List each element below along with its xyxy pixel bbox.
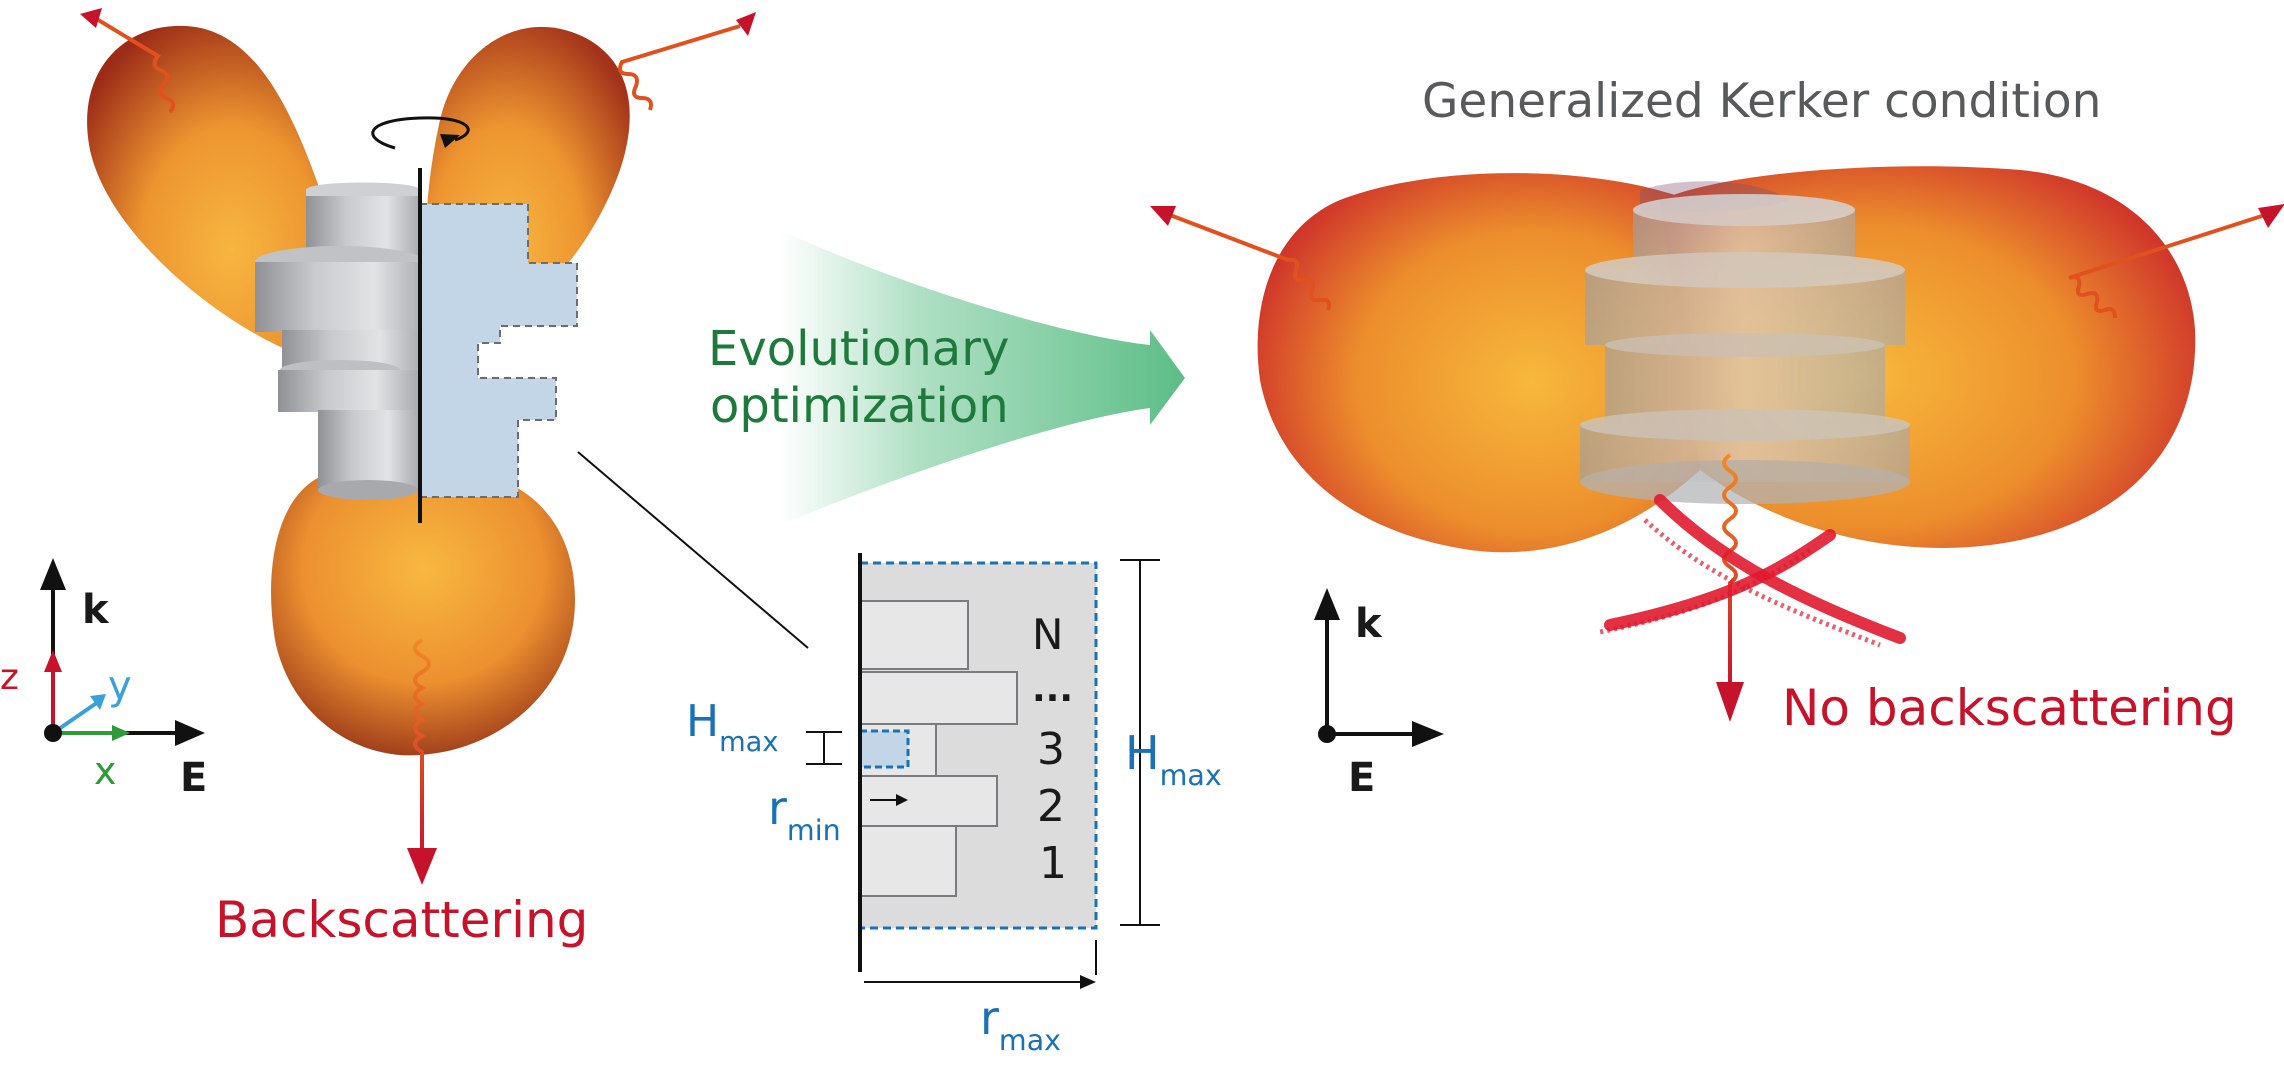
hmax-left-main: H: [686, 696, 720, 747]
hmax-right-main: H: [1125, 726, 1160, 780]
lobe-bottom: [271, 468, 575, 756]
rmax-sub: max: [998, 1023, 1062, 1057]
wave-right-left: [1169, 213, 1331, 311]
hmax-label-left: Hmax: [686, 700, 779, 757]
axes-left: [40, 558, 205, 746]
inset-panel: [858, 553, 1098, 972]
layer-label-1: 1: [1039, 838, 1067, 889]
wave-right-left-arrow: [1150, 206, 1176, 226]
wave-top-right-arrow: [736, 12, 756, 36]
axis-e-right: E: [1348, 755, 1376, 801]
axis-x-label: x: [94, 749, 117, 793]
axis-e-left: E: [180, 755, 208, 801]
hmax-label-right: Hmax: [1125, 730, 1222, 789]
rmax-main: r: [980, 991, 999, 1045]
cylinder-cross-section: [419, 203, 578, 498]
rotation-arrow-head: [440, 134, 460, 148]
hmax-right-sub: max: [1159, 758, 1222, 792]
rmin-sub: min: [786, 813, 841, 847]
zoom-line: [577, 451, 809, 649]
axis-y-label: y: [108, 663, 132, 709]
figure-title: Generalized Kerker condition: [1422, 74, 2102, 129]
layer-label-n: N: [1032, 610, 1064, 659]
wave-bottom-arrow: [407, 848, 437, 885]
wave-right-bottom-arrow: [1716, 682, 1744, 722]
optimization-arrow: [780, 230, 1185, 525]
axes-right: [1314, 588, 1444, 747]
axis-k-left: k: [82, 587, 109, 633]
no-backscatter-cross: [1599, 494, 1906, 648]
hmax-left-sub: max: [719, 727, 779, 758]
backscattering-label: Backscattering: [215, 891, 589, 949]
wave-right-right: [2068, 213, 2266, 319]
stepped-cylinder-left: [255, 182, 425, 500]
wave-top-left-arrow: [80, 8, 102, 28]
wave-right-right-arrow: [2258, 204, 2284, 228]
rmin-label: rmin: [768, 785, 841, 844]
layer-label-ellipsis: ...: [1032, 669, 1074, 710]
rotation-arrow: [371, 116, 470, 150]
wave-top-left: [93, 16, 176, 114]
arrow-label-line2: optimization: [710, 378, 1009, 434]
rmax-label: rmax: [980, 995, 1061, 1054]
layer-label-3: 3: [1037, 724, 1065, 775]
no-backscattering-label: No backscattering: [1782, 679, 2237, 737]
axis-k-right: k: [1355, 601, 1382, 647]
axis-z-label: z: [0, 657, 19, 698]
wave-bottom: [413, 638, 431, 860]
arrow-label-line1: Evolutionary: [708, 321, 1010, 377]
layer-label-2: 2: [1037, 781, 1065, 832]
stepped-cylinder-right: [1580, 194, 1910, 504]
wave-top-right: [618, 24, 741, 111]
wave-right-bottom: [1722, 453, 1738, 690]
rmin-main: r: [768, 781, 787, 835]
inset-dimensions: [806, 559, 1160, 989]
